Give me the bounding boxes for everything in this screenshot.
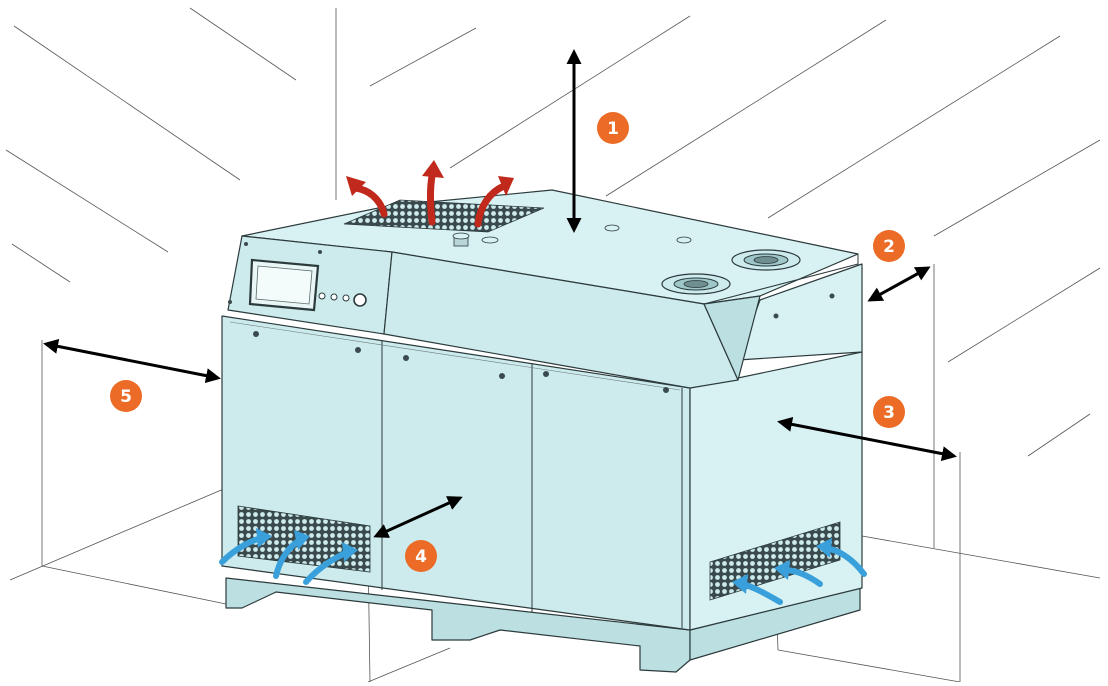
- outlet-flange-2: [661, 273, 731, 295]
- compressor-unit: [221, 189, 863, 673]
- badge-4: 4: [405, 540, 437, 572]
- filler-cap: [452, 232, 470, 247]
- badge-5-label: 5: [120, 387, 132, 407]
- hood-chamfer: [703, 295, 761, 381]
- badge-2-label: 2: [883, 237, 895, 257]
- control-button: [330, 293, 338, 301]
- badge-3: 3: [873, 396, 905, 428]
- intake-airflow: [219, 528, 867, 605]
- badge-5: 5: [110, 380, 142, 412]
- badge-4-label: 4: [415, 547, 427, 567]
- badge-2: 2: [873, 230, 905, 262]
- clearance-arrow-left: [43, 338, 221, 384]
- base-skid-front: [225, 577, 691, 673]
- control-button: [342, 294, 350, 302]
- badge-1-label: 1: [607, 119, 619, 139]
- clearance-arrows: [43, 49, 957, 538]
- badge-3-label: 3: [883, 403, 895, 423]
- exhaust-airflow: [346, 160, 514, 228]
- control-button: [318, 292, 326, 300]
- clearance-arrow-side: [777, 416, 957, 462]
- badge-1: 1: [597, 112, 629, 144]
- outlet-flange-1: [731, 249, 801, 271]
- clearance-arrow-rear: [867, 266, 931, 302]
- clearance-arrow-front: [373, 496, 463, 538]
- emergency-stop-button: [353, 293, 367, 307]
- hood-front: [383, 251, 739, 389]
